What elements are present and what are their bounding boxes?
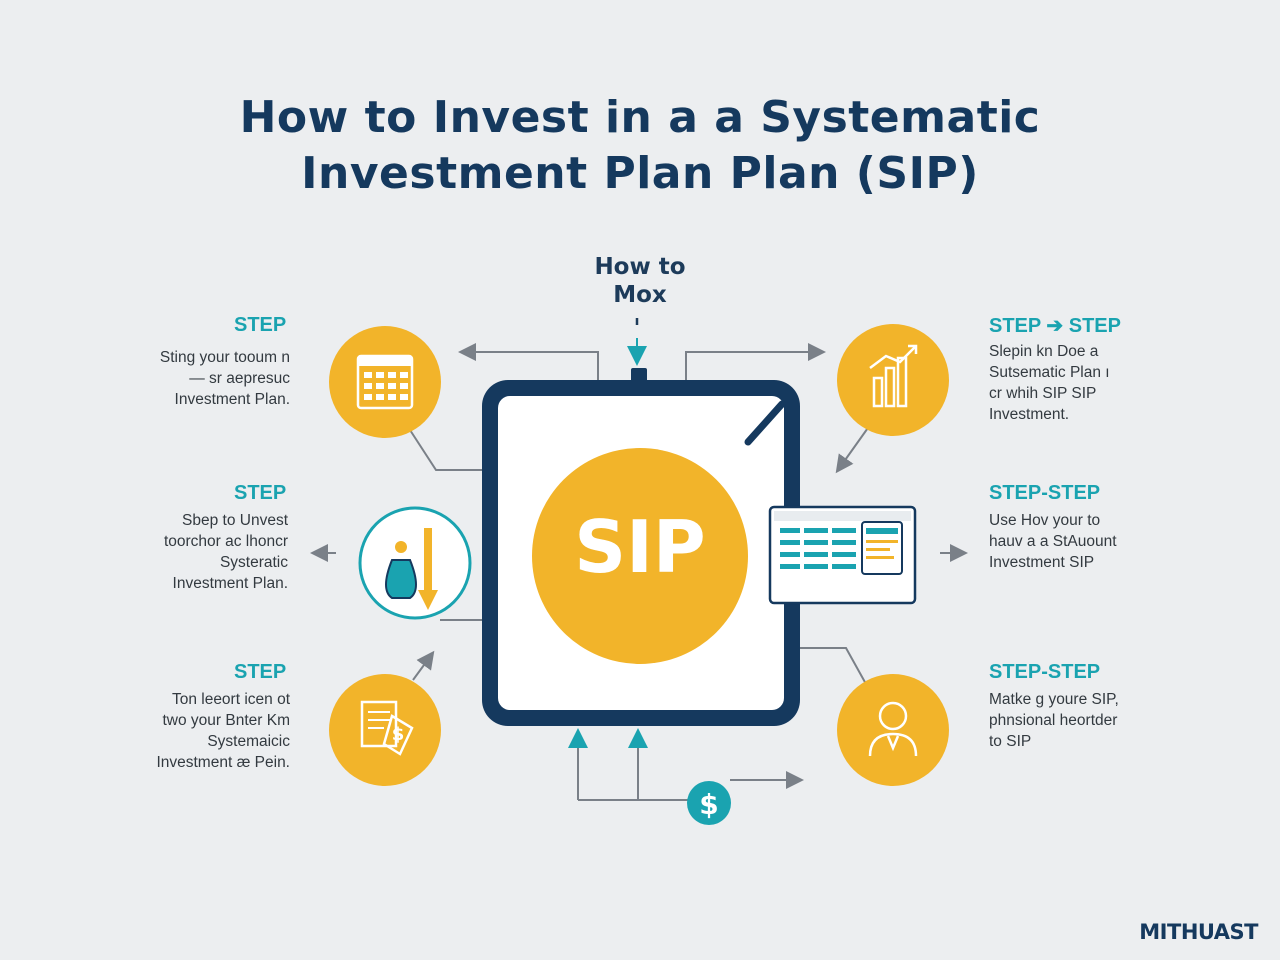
step-2-label: STEP bbox=[234, 482, 287, 504]
sip-badge-text: SIP bbox=[574, 505, 706, 589]
svg-text:$: $ bbox=[699, 788, 718, 821]
step-icon-growth-chart bbox=[837, 324, 949, 436]
step-6-line: to SIP bbox=[989, 733, 1032, 750]
step-4-line: cr whih SIP SIP bbox=[989, 385, 1097, 402]
page-title-line-2: Investment Plan Plan (SIP) bbox=[301, 148, 979, 199]
step-4-line: Sutsematic Plan ı bbox=[989, 364, 1110, 381]
step-2-line: Systeratic bbox=[219, 554, 288, 571]
step-5-line: Use Hov your to bbox=[989, 512, 1101, 529]
step-icon-calendar bbox=[329, 326, 441, 438]
center-top-label-line-2: Mox bbox=[613, 282, 667, 308]
step-2-line: Investment Plan. bbox=[172, 575, 288, 592]
step-2-line: Sbep to Unvest bbox=[182, 512, 288, 529]
sip-badge-circle bbox=[532, 448, 748, 664]
step-5-label: STEP-STEP bbox=[989, 482, 1101, 504]
step-1-line: Sting your tooum n bbox=[159, 349, 290, 366]
step-icon-dollar-document: $ bbox=[329, 674, 441, 786]
step-icon-money-bag bbox=[358, 506, 472, 620]
bottom-dollar-icon: $ bbox=[687, 781, 731, 825]
page-title-line-1: How to Invest in a a Systematic bbox=[239, 92, 1041, 143]
step-4-label: STEP ➔ STEP bbox=[989, 315, 1121, 337]
step-5-line: hauv a a StAuount bbox=[989, 533, 1117, 550]
step-4-line: Investment. bbox=[989, 406, 1070, 423]
step-3-description: Ton leeort icen ot two your Bnter Km Sys… bbox=[156, 689, 290, 773]
step-2-line: toorchor ac lhoncr bbox=[163, 533, 288, 550]
step-1-line: Investment Plan. bbox=[174, 391, 290, 408]
step-5-line: Investment SIP bbox=[989, 554, 1095, 571]
step-3-line: Ton leeort icen ot bbox=[171, 691, 290, 708]
step-6-label: STEP-STEP bbox=[989, 661, 1101, 683]
step-5-description: Use Hov your to hauv a a StAuount Invest… bbox=[989, 510, 1117, 573]
step-6-line: Matke g youre SIP, bbox=[989, 691, 1119, 708]
step-3-label: STEP bbox=[234, 661, 287, 683]
step-1-line: — sr aepresuc bbox=[189, 370, 290, 387]
step-6-description: Matke g youre SIP, phnsional heortder to… bbox=[989, 689, 1119, 752]
screen-table-icon bbox=[768, 505, 917, 605]
svg-text:$: $ bbox=[392, 724, 405, 745]
step-3-line: Systemaicic bbox=[207, 733, 290, 750]
step-4-description: Slepin kn Doe a Sutsematic Plan ı cr whi… bbox=[989, 341, 1110, 425]
step-icon-advisor bbox=[837, 674, 949, 786]
step-3-line: two your Bnter Km bbox=[162, 712, 291, 729]
step-1-label: STEP bbox=[234, 314, 287, 336]
tablet-device bbox=[482, 368, 800, 726]
step-3-line: Investment æ Pein. bbox=[156, 754, 290, 771]
step-2-description: Sbep to Unvest toorchor ac lhoncr Syster… bbox=[164, 510, 288, 594]
brand-watermark: MITHUAST bbox=[1139, 920, 1258, 944]
step-1-description: Sting your tooum n — sr aepresuc Investm… bbox=[160, 347, 290, 410]
center-top-label-line-1: How to bbox=[594, 254, 686, 280]
step-4-line: Slepin kn Doe a bbox=[989, 343, 1099, 360]
step-6-line: phnsional heortder bbox=[989, 712, 1118, 729]
